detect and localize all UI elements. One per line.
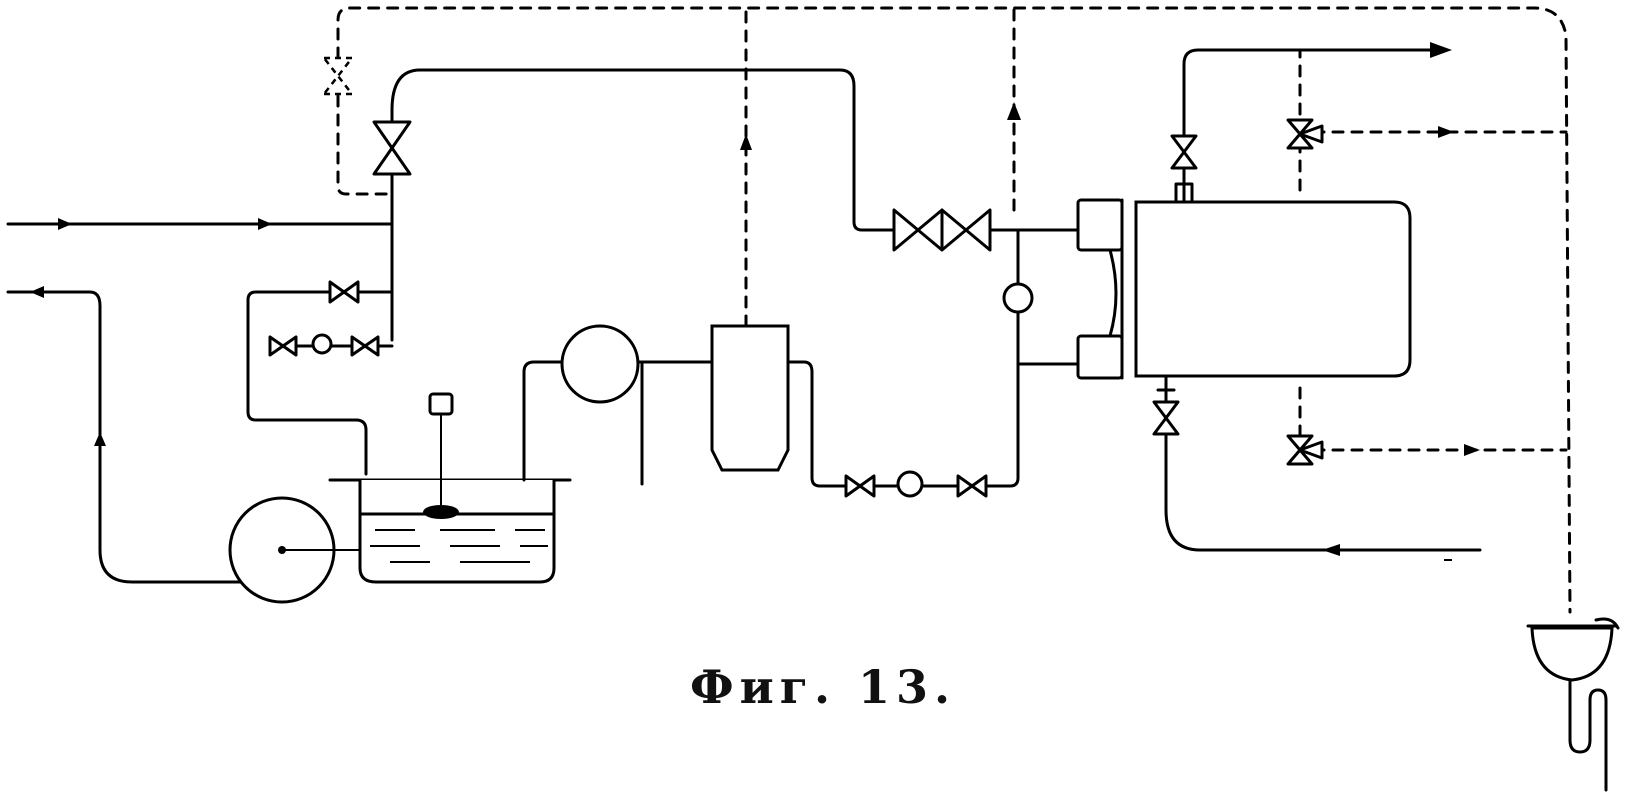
bypass-loop-pipe (246, 290, 394, 476)
drum-bottom-outlet-pipe (1156, 374, 1482, 552)
tank-to-pump-pipe (522, 360, 564, 482)
bottom-outlet-valve-icon (1152, 400, 1180, 436)
riser-main-valve-icon (372, 120, 412, 176)
bottom-outlet-arrow (1322, 544, 1340, 556)
boiler-drum (1134, 200, 1412, 378)
upper-flange-block (1076, 198, 1124, 252)
heater-outlet-pipe (786, 360, 1080, 488)
return-arrow-left (30, 286, 44, 298)
dashed-riser-bypass (336, 94, 394, 196)
float-icon (423, 505, 459, 519)
outlet-gauge-icon (896, 470, 924, 498)
lower-branch-arrow (1464, 444, 1480, 456)
return-arrow-up (94, 432, 106, 446)
bypass-valve-right-icon (350, 335, 380, 357)
inlet-arrow-2 (258, 218, 272, 230)
feed-pump-icon (560, 324, 640, 404)
inlet-arrow-1 (58, 218, 72, 230)
funnel-rim (1526, 617, 1620, 630)
return-outlet-pipe (6, 290, 284, 584)
dashed-upper-branch (1298, 50, 1568, 192)
upper-branch-arrow (1438, 126, 1454, 138)
lower-control-valve-icon (1286, 434, 1324, 466)
dashed-valve-icon (321, 56, 355, 96)
drum-top-outlet-pipe (1174, 48, 1442, 204)
sight-glass (1108, 248, 1118, 338)
main-riser-pipe (390, 68, 1080, 342)
top-outlet-valve-icon (1170, 134, 1198, 170)
dashed-top-bus (336, 6, 1572, 614)
connector-gauge-icon (1002, 282, 1034, 314)
bypass-gauge-icon (311, 333, 333, 355)
bypass-valve-left-icon (268, 335, 298, 357)
upper-control-valve-icon (1286, 118, 1324, 150)
lower-flange-block (1076, 334, 1124, 380)
tank-water-lines (370, 529, 548, 563)
outlet-valve-left-icon (844, 474, 876, 498)
dashed-lower-branch (1298, 386, 1568, 452)
gauge-line-arrow (1007, 102, 1021, 120)
drain-funnel-icon (1530, 626, 1614, 682)
bypass-valve-upper-icon (328, 280, 360, 304)
float-indicator-box (428, 392, 454, 416)
top-outlet-arrow (1430, 42, 1452, 58)
double-valve-icon (892, 208, 992, 252)
heater-vent-arrow (740, 134, 752, 150)
figure-caption: Фиг. 13. (690, 660, 957, 714)
outlet-valve-right-icon (956, 474, 988, 498)
heater-vessel (710, 324, 790, 472)
drain-trap-pipe (1568, 678, 1608, 792)
